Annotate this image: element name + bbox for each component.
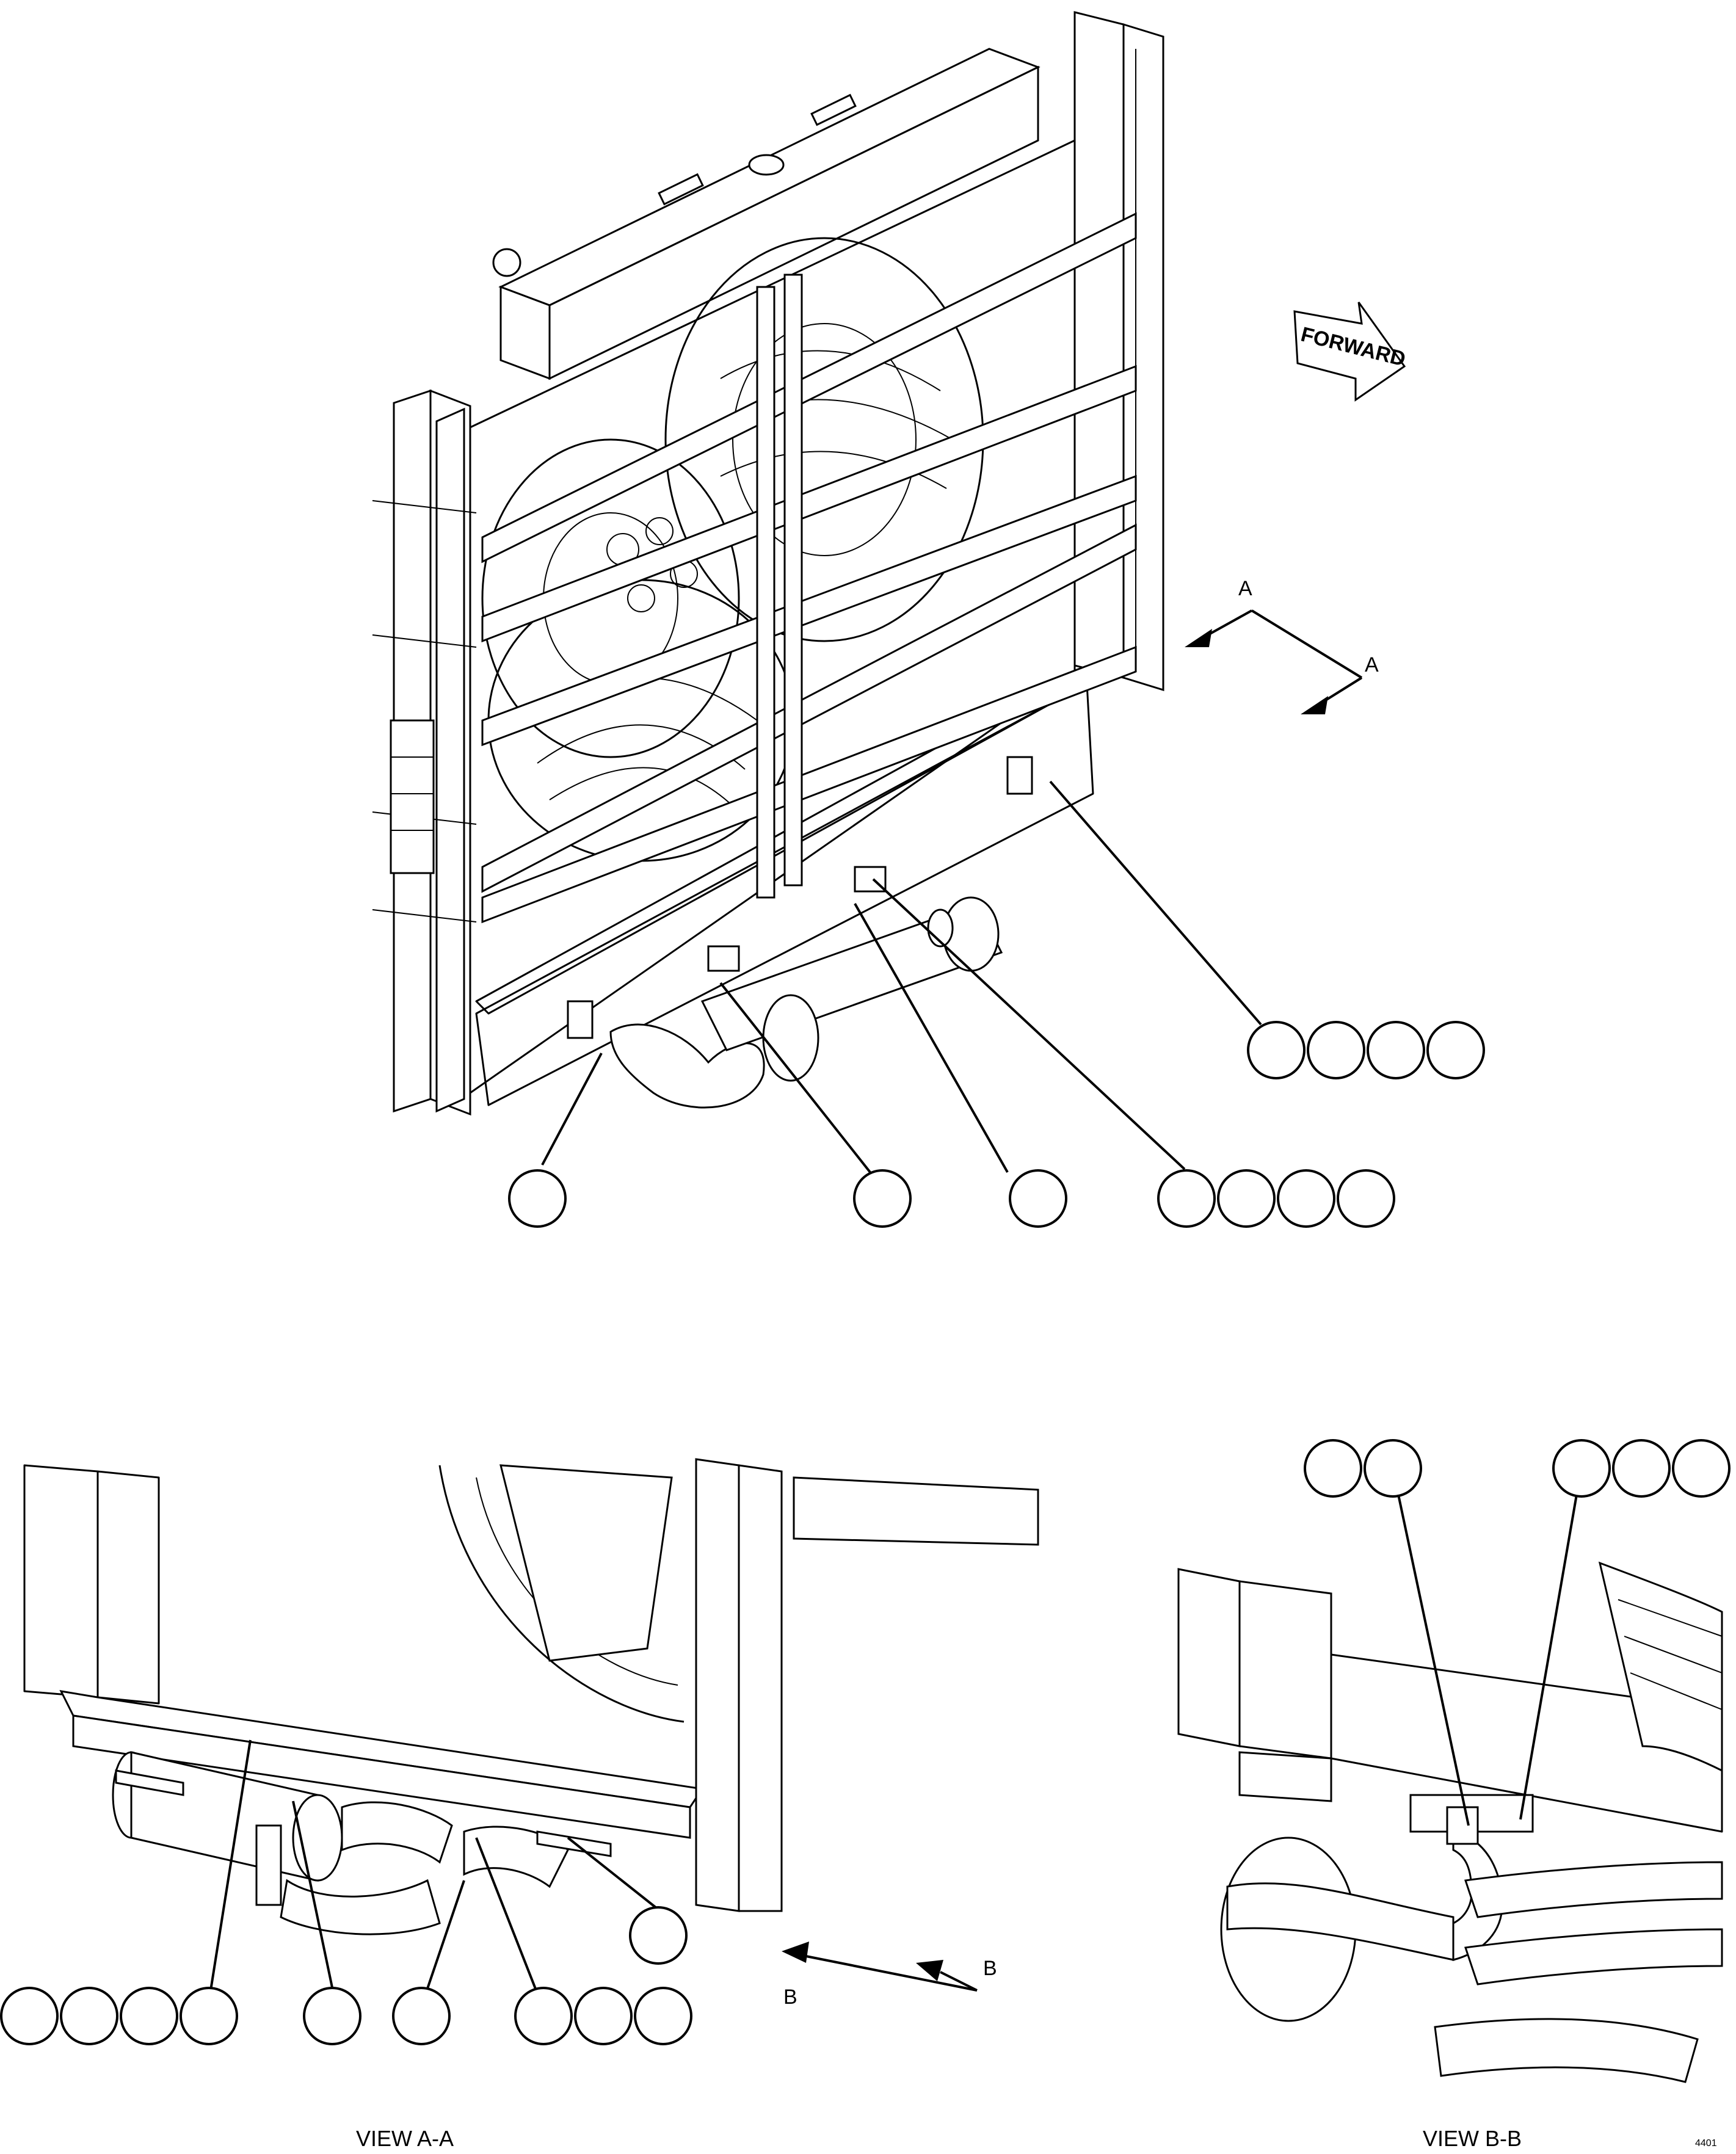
view-a-a-caption: VIEW A-A [356,2126,454,2151]
main-callout-group-bottom-right [1157,1169,1395,1228]
view-a-a-leaders [209,1739,658,1993]
view-b-b-illustration [1177,1561,1723,2083]
top-tank [492,48,1041,380]
view-b-b-callout-group-right [1552,1439,1731,1498]
view-a-a-callout-group-left [0,1987,238,2045]
section-a-a-marker: A A [1185,577,1379,714]
section-a-label-right: A [1365,653,1379,676]
main-callout-bottom-mid1 [853,1169,912,1228]
left-frame-posts [372,389,477,1116]
main-callout-bottom-mid2 [1009,1169,1067,1228]
view-b-b-caption: VIEW B-B [1423,2126,1522,2151]
view-a-a-callout-group-right [514,1987,692,2045]
view-b-b-callout-group-left [1304,1439,1422,1498]
main-callout-group-right [1247,1021,1485,1079]
section-b-b-marker: B B [782,1942,997,2009]
sheet-code: 4401 [1695,2138,1717,2149]
section-a-label-top: A [1238,577,1252,600]
lower-piping [567,756,1033,1109]
main-leaders [541,780,1262,1173]
view-a-a-illustration [23,1458,1039,1935]
view-a-a-callout-single-2 [303,1987,361,2045]
main-assembly-illustration: FORWARD A A [372,11,1485,1228]
section-b-label-right: B [983,1957,997,1980]
view-a-a-callout-single-3 [392,1987,451,2045]
view-b-b-leaders [1397,1494,1578,1826]
main-callout-bottom-left [508,1169,567,1228]
view-a-a-callout-single [629,1906,688,1965]
right-frame-posts [1073,11,1164,692]
forward-arrow: FORWARD [1293,302,1408,402]
section-b-label-left: B [783,1985,797,2009]
cross-bars [481,212,1137,924]
